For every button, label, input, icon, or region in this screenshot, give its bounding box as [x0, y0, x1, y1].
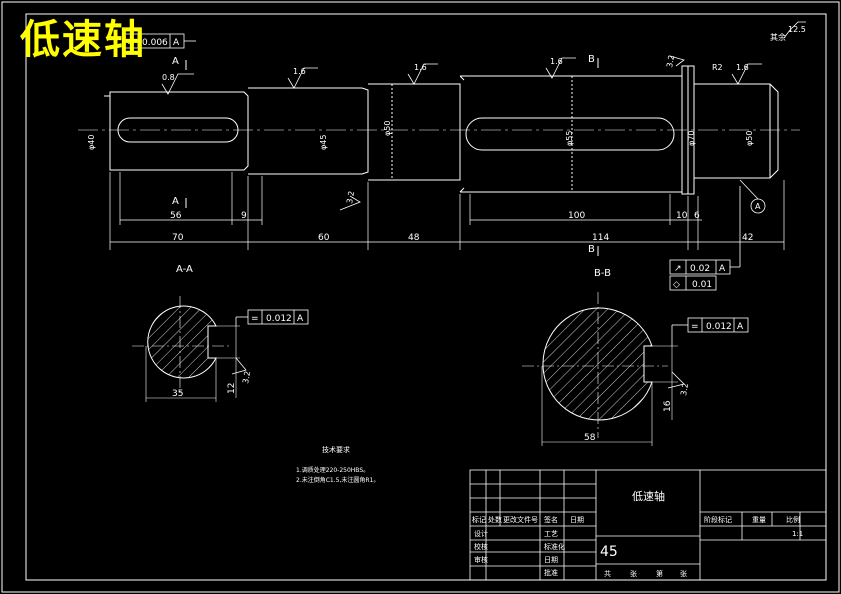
roughness-label-2: 1.6 — [293, 67, 306, 76]
section-marker-b-top: B — [588, 54, 595, 65]
roughness-label-7: 3.2 — [665, 54, 676, 68]
dim-48: 48 — [408, 233, 420, 243]
section-aa-tol-datum: A — [297, 314, 304, 324]
dim-70: 70 — [172, 233, 184, 243]
dimension-lines — [109, 172, 785, 250]
section-bb-tol-symbol: = — [691, 322, 699, 332]
section-aa-tol-value: 0.012 — [266, 314, 292, 324]
dim-42: 42 — [742, 233, 753, 243]
tb-header-count: 处数 — [488, 515, 502, 524]
tb-weight-label: 重量 — [752, 516, 766, 524]
section-bb-width-dim: 58 — [584, 433, 596, 443]
roughness-label-1: 0.8 — [162, 73, 175, 82]
tb-header-mark: 标记 — [472, 515, 486, 524]
tb-row-design: 设计 — [474, 529, 488, 538]
tb-sheet-total: 共 — [604, 569, 611, 578]
roughness-symbol-4 — [545, 57, 576, 79]
roughness-symbol-6 — [731, 63, 762, 85]
diameter-label-2: φ45 — [319, 135, 328, 150]
tb-sheet-no: 第 — [656, 569, 663, 578]
section-aa-label: A-A — [176, 264, 193, 275]
section-bb-tol-datum: A — [737, 322, 744, 332]
tolerance-box-cylindricity — [669, 275, 717, 291]
roughness-label-4: 1.6 — [550, 57, 563, 66]
top-tol-symbol: = — [127, 38, 135, 48]
tb-header-doc: 更改文件号 — [503, 515, 538, 524]
corner-roughness-label: 12.5 — [788, 25, 806, 34]
cylindricity-value: 0.01 — [692, 280, 712, 290]
tb-row-approve: 批准 — [544, 568, 558, 577]
dim-60: 60 — [318, 233, 330, 243]
title-block — [469, 469, 827, 581]
section-bb-keyway-dim: 16 — [663, 400, 673, 412]
top-tol-datum: A — [173, 38, 180, 48]
dim-9: 9 — [241, 211, 247, 221]
dim-114: 114 — [592, 233, 609, 243]
datum-label: A — [755, 202, 761, 211]
section-marker-a-top: A — [172, 56, 179, 67]
roughness-symbol-5 — [339, 195, 361, 211]
section-aa-keyway-dim: 12 — [227, 383, 237, 394]
section-bb-tol-value: 0.012 — [706, 322, 732, 332]
roughness-label-5: 3.2 — [345, 190, 356, 204]
main-shaft-view — [104, 65, 779, 195]
roughness-label-3: 1.6 — [414, 63, 427, 72]
section-aa-roughness: 3.2 — [241, 370, 252, 384]
section-aa-width-dim: 35 — [172, 389, 183, 399]
tb-header-sign: 签名 — [544, 515, 558, 524]
dim-56: 56 — [170, 211, 182, 221]
tb-row-process: 工艺 — [544, 530, 558, 538]
tb-sheet-unit2: 张 — [680, 569, 687, 578]
diameter-label-4: φ55 — [565, 131, 574, 146]
dim-6: 6 — [694, 211, 700, 221]
tb-sheet-unit1: 张 — [630, 569, 637, 578]
dim-100: 100 — [568, 211, 585, 221]
chamfer-label: R2 — [712, 63, 723, 72]
roughness-symbol-2 — [287, 67, 318, 89]
dim-10: 10 — [676, 211, 688, 221]
cylindricity-symbol: ◇ — [673, 280, 680, 290]
roughness-symbol-1 — [161, 73, 194, 95]
datum-leader — [739, 179, 759, 200]
drawing-title: 低速轴 — [20, 17, 146, 63]
tb-standard: 标准化 — [544, 542, 565, 551]
diameter-label-6: φ50 — [745, 131, 754, 146]
section-bb-label: B-B — [594, 268, 611, 279]
runout-symbol: ↗ — [674, 264, 682, 274]
section-bb-roughness: 3.2 — [679, 382, 690, 396]
roughness-symbol-7 — [669, 55, 685, 67]
section-marker-a-bottom: A — [172, 196, 179, 207]
tb-material: 45 — [600, 544, 618, 560]
roughness-label-6: 1.6 — [736, 63, 749, 72]
tb-scale-label: 比例 — [786, 515, 800, 524]
tb-row-check: 校核 — [474, 542, 488, 551]
notes-line-2: 2.未注倒角C1.5,未注圆角R1。 — [296, 476, 379, 484]
notes-heading: 技术要求 — [322, 445, 350, 454]
section-aa-tol-symbol: = — [251, 314, 259, 324]
section-bb-view — [522, 292, 685, 446]
corner-note: 其余 — [770, 32, 786, 42]
roughness-symbol-3 — [407, 63, 438, 85]
inner-border — [25, 13, 827, 581]
section-aa-view — [132, 296, 247, 402]
tb-date-right: 日期 — [544, 556, 558, 564]
section-marker-b-bottom: B — [588, 244, 595, 255]
runout-value: 0.02 — [690, 264, 710, 274]
tb-stage-label: 阶段标记 — [704, 515, 732, 524]
runout-datum: A — [719, 264, 726, 274]
tb-scale-value: 1:1 — [792, 530, 803, 538]
tb-row-review: 审核 — [474, 555, 488, 564]
top-tol-value: 0.006 — [142, 38, 168, 48]
diameter-label-1: φ40 — [87, 135, 96, 150]
tb-header-date: 日期 — [570, 516, 584, 524]
corner-roughness-symbol — [783, 21, 806, 39]
notes-line-1: 1.调质处理220-250HBS。 — [296, 466, 369, 474]
tb-part-name: 低速轴 — [632, 489, 665, 503]
diameter-label-5: φ70 — [687, 131, 696, 146]
diameter-label-3: φ50 — [383, 121, 392, 136]
